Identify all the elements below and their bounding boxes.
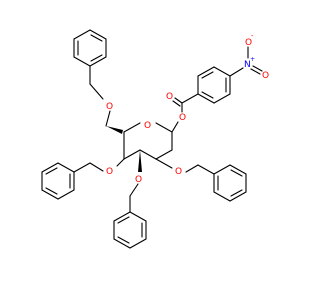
atom-oxygen: O bbox=[166, 92, 173, 102]
atom-oxygen: O bbox=[175, 167, 182, 177]
atom-oxygen: O bbox=[144, 121, 151, 131]
bond bbox=[172, 100, 181, 107]
bond bbox=[105, 110, 111, 127]
bond bbox=[171, 121, 179, 133]
bond bbox=[116, 158, 125, 167]
bond bbox=[89, 83, 104, 100]
atom-nitrogen: N bbox=[244, 60, 251, 70]
atom-oxygen: O bbox=[245, 38, 252, 48]
charge-plus: + bbox=[250, 56, 255, 63]
benzene-ring-bottom bbox=[113, 211, 147, 249]
wedge-bond bbox=[138, 150, 142, 172]
bond bbox=[174, 97, 183, 104]
benzene-ring-right bbox=[213, 164, 247, 202]
bond bbox=[185, 164, 199, 173]
bond bbox=[197, 164, 215, 175]
atom-oxygen: O bbox=[179, 113, 186, 123]
benzene-ring-top bbox=[73, 29, 107, 67]
pyranose-ring bbox=[123, 122, 173, 160]
bond bbox=[181, 93, 199, 104]
bond bbox=[89, 162, 104, 172]
bond bbox=[155, 158, 173, 169]
bond bbox=[252, 65, 263, 72]
atom-oxygen: O bbox=[262, 71, 269, 81]
atom-oxygen: O bbox=[135, 175, 142, 185]
benzene-ring-left bbox=[41, 162, 75, 200]
molecule-diagram: O O O O O O O N + O - O bbox=[41, 29, 269, 249]
bond bbox=[73, 162, 91, 173]
wedge-bond bbox=[106, 126, 123, 134]
charge-minus: - bbox=[251, 32, 254, 40]
bond bbox=[129, 183, 139, 197]
benzene-ring-nitrophenyl bbox=[197, 66, 231, 104]
bond bbox=[229, 67, 244, 77]
atom-oxygen: O bbox=[106, 102, 113, 112]
structure-svg: O O O O O O O N + O - O bbox=[41, 29, 269, 249]
atom-oxygen: O bbox=[106, 167, 113, 177]
bond bbox=[250, 68, 261, 75]
